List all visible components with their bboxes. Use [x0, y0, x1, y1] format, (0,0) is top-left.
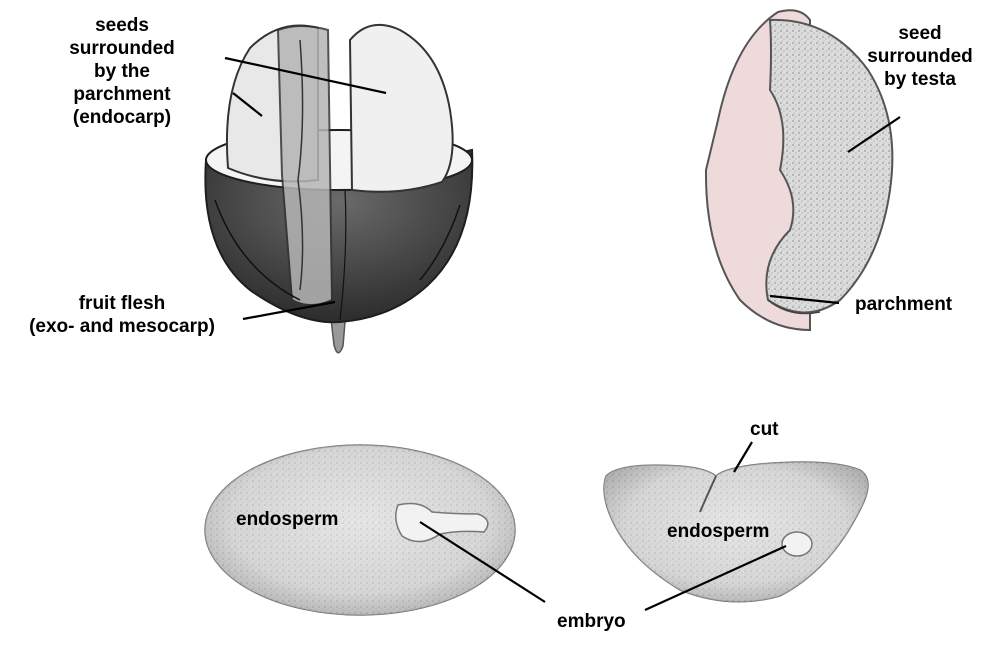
label-endosperm-left: endosperm	[236, 508, 338, 531]
embryo-right-shape	[782, 532, 812, 556]
label-seed-testa-line-1: seed	[860, 22, 980, 45]
label-seed-testa-line-3: by testa	[860, 68, 980, 91]
label-seeds-parchment-line-2: surrounded	[52, 37, 192, 60]
label-seed-testa-line-2: surrounded	[860, 45, 980, 68]
coffee-cherry-illustration	[205, 25, 472, 353]
label-fruit-flesh-line-2: (exo- and mesocarp)	[4, 315, 240, 338]
label-seeds-parchment-line-3: by the	[52, 60, 192, 83]
label-fruit-flesh-line-1: fruit flesh	[4, 292, 240, 315]
label-seeds-parchment-line-1: seeds	[52, 14, 192, 37]
right-seed-shape	[350, 25, 453, 192]
label-seeds-parchment-line-4: parchment	[52, 83, 192, 106]
label-fruit-flesh: fruit flesh (exo- and mesocarp)	[4, 292, 240, 338]
label-endosperm-right: endosperm	[667, 520, 769, 543]
label-cut: cut	[750, 418, 779, 441]
label-seed-testa: seed surrounded by testa	[860, 22, 980, 91]
label-embryo: embryo	[557, 610, 626, 633]
label-seeds-parchment: seeds surrounded by the parchment (endoc…	[52, 14, 192, 129]
label-seeds-parchment-line-5: (endocarp)	[52, 106, 192, 129]
label-parchment: parchment	[855, 293, 952, 316]
